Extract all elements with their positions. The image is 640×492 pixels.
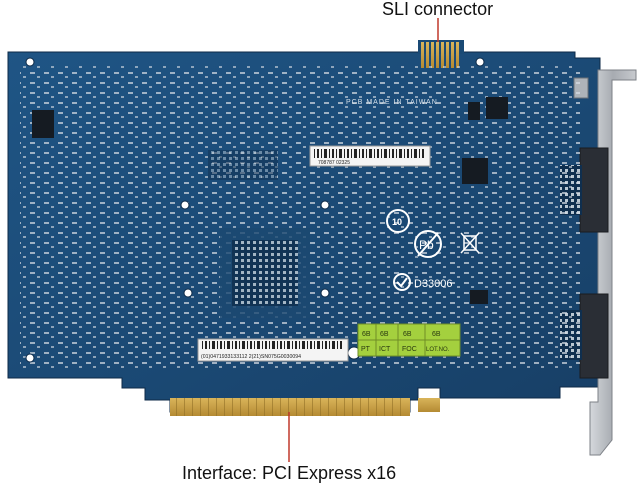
mounting-hole <box>180 200 190 210</box>
mounting-hole <box>320 288 330 298</box>
ic-chip <box>470 290 488 304</box>
mounting-hole <box>25 353 35 363</box>
barcode-sticker-bottom: (01)0471933133112 2(21)SN075G0030094 <box>197 338 349 362</box>
sli-connector <box>418 40 464 68</box>
ic-chip <box>468 102 480 120</box>
sticker-top-text: 708787 02325 <box>318 160 350 166</box>
qc-label-lot: LOT.NO. <box>426 347 450 353</box>
qc-stamp: 6B <box>380 331 389 338</box>
certification-mark: D33006 <box>393 273 453 291</box>
sli-connector-label: SLI connector <box>382 0 494 19</box>
ic-chip <box>486 97 508 119</box>
ic-chip <box>462 158 488 184</box>
sticker-bottom-text: (01)0471933133112 2(21)SN075G0030094 <box>201 354 301 360</box>
qc-label-foc: FOC <box>402 346 417 353</box>
mounting-hole <box>183 288 193 298</box>
qc-sticker: 6B 6B 6B 6B PT ICT FOC LOT.NO. <box>357 323 461 357</box>
qc-label-pt: PT <box>361 346 371 353</box>
qc-stamp: 6B <box>362 331 371 338</box>
pci-express-label: Interface: PCI Express x16 <box>182 463 397 483</box>
rohs-10-mark: 10 <box>386 209 410 233</box>
barcode-sticker-top: 708787 02325 <box>309 145 431 167</box>
qc-label-ict: ICT <box>379 346 391 353</box>
mounting-hole <box>320 200 330 210</box>
weee-bin-icon <box>460 232 480 254</box>
gpu-area <box>208 150 310 318</box>
lead-free-mark: Pb <box>414 230 442 258</box>
mounting-hole <box>25 57 35 67</box>
certification-code: D33006 <box>414 278 453 290</box>
pcb-print-text: PCB MADE IN TAIWAN <box>346 99 438 106</box>
pci-express-connector <box>170 398 440 416</box>
mounting-hole <box>475 57 485 67</box>
svg-text:10: 10 <box>392 217 402 227</box>
qc-stamp: 6B <box>403 331 412 338</box>
ic-chip <box>32 110 54 138</box>
qc-stamp: 6B <box>432 331 441 338</box>
